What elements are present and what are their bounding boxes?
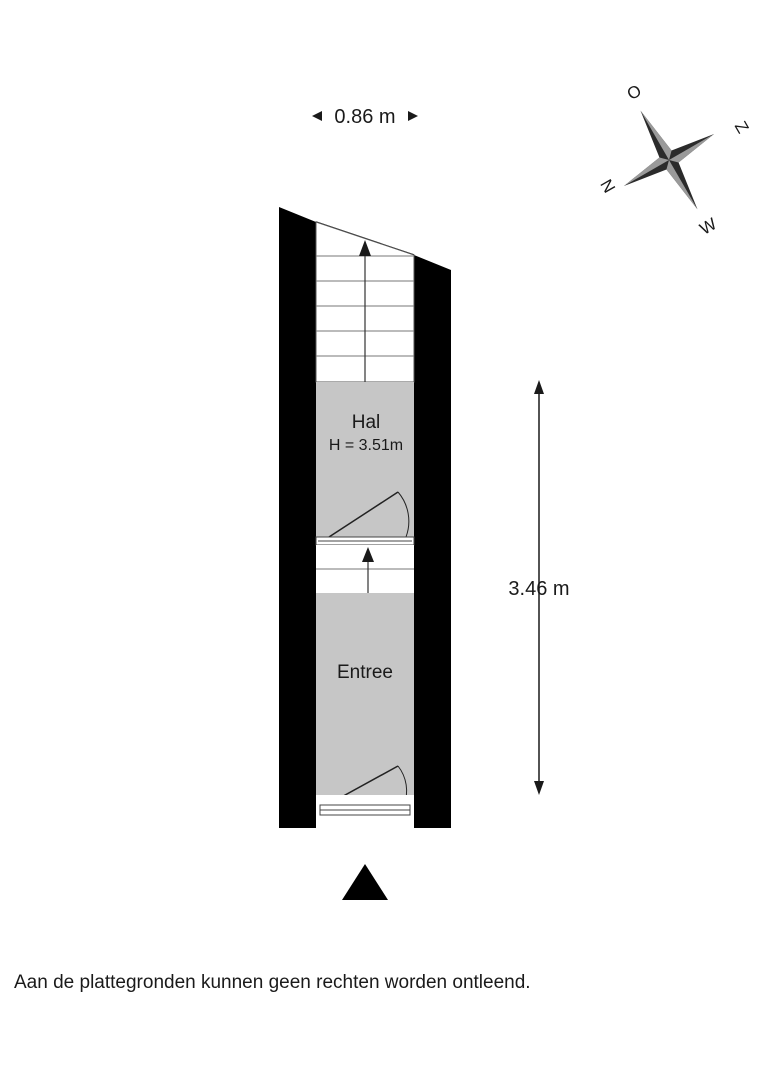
hal-floor bbox=[316, 382, 414, 537]
compass-label-west: W bbox=[697, 214, 720, 238]
length-arrow-top-icon bbox=[534, 380, 544, 394]
width-dimension: 0.86 m bbox=[312, 106, 418, 128]
short-stair-direction-arrow-icon bbox=[362, 547, 374, 562]
left-wall bbox=[279, 207, 316, 828]
length-dimension: 3.46 m bbox=[508, 380, 570, 795]
disclaimer-text: Aan de plattegronden kunnen geen rechten… bbox=[14, 972, 531, 993]
compass-star-highlight-icon bbox=[640, 110, 672, 160]
hal-threshold bbox=[315, 536, 415, 546]
staircase bbox=[315, 221, 415, 383]
hal-height: H = 3.51m bbox=[329, 437, 403, 454]
room-hal: Hal H = 3.51m bbox=[316, 382, 414, 538]
entree-floor bbox=[316, 593, 414, 795]
hal-name: Hal bbox=[352, 412, 381, 433]
entrance-marker-icon bbox=[342, 864, 388, 900]
entrance-threshold bbox=[316, 795, 414, 828]
width-arrow-right-icon bbox=[408, 111, 418, 121]
compass-label-north: N bbox=[596, 176, 619, 196]
compass-label-south: Z bbox=[731, 118, 753, 136]
entree-name: Entree bbox=[337, 662, 393, 683]
compass-star-highlight-icon-4 bbox=[623, 157, 669, 186]
length-dimension-label: 3.46 m bbox=[508, 578, 569, 600]
width-dimension-label: 0.86 m bbox=[334, 106, 395, 128]
length-arrow-bottom-icon bbox=[534, 781, 544, 795]
room-entree: Entree bbox=[316, 593, 414, 806]
compass-star-highlight-icon-2 bbox=[669, 134, 715, 163]
hal-door-swing bbox=[397, 491, 410, 538]
walls bbox=[279, 207, 451, 828]
stair-direction-arrow-icon bbox=[359, 240, 371, 256]
compass-star-highlight-icon-3 bbox=[666, 160, 698, 210]
compass-rose bbox=[623, 110, 715, 210]
short-staircase bbox=[316, 545, 414, 593]
compass-label-east: O bbox=[624, 81, 645, 104]
width-arrow-left-icon bbox=[312, 111, 322, 121]
hal-door-leaf bbox=[328, 491, 399, 538]
right-wall bbox=[414, 255, 451, 828]
